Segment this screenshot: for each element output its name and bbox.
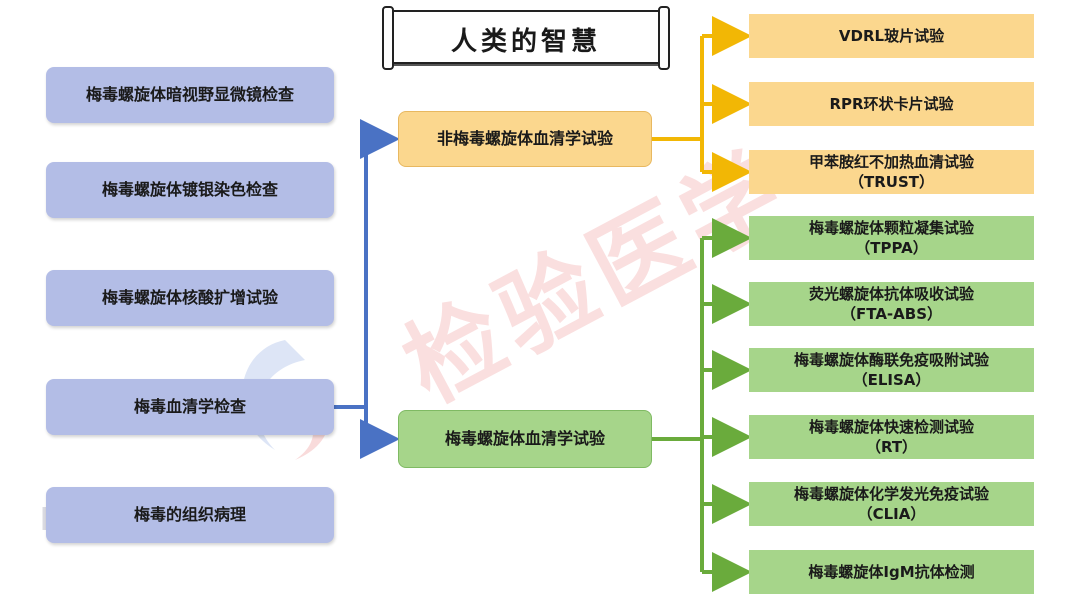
mid-node-treponemal: 梅毒螺旋体血清学试验 <box>398 410 652 468</box>
left-node-label: 梅毒螺旋体镀银染色检查 <box>101 180 278 199</box>
right-node-fta-abs: 荧光螺旋体抗体吸收试验 （FTA-ABS） <box>749 282 1034 326</box>
green-connector <box>652 218 752 592</box>
right-node-line1: VDRL玻片试验 <box>838 27 945 45</box>
left-node-silver-stain: 梅毒螺旋体镀银染色检查 <box>46 162 334 218</box>
left-node-label: 梅毒螺旋体核酸扩增试验 <box>101 288 278 307</box>
right-node-line2: （FTA-ABS） <box>841 305 942 323</box>
left-node-darkfield: 梅毒螺旋体暗视野显微镜检查 <box>46 67 334 123</box>
right-node-tppa: 梅毒螺旋体颗粒凝集试验 （TPPA） <box>749 216 1034 260</box>
left-node-label: 梅毒的组织病理 <box>133 505 246 524</box>
right-node-elisa: 梅毒螺旋体酶联免疫吸附试验 （ELISA） <box>749 348 1034 392</box>
right-node-line1: 梅毒螺旋体快速检测试验 <box>808 418 974 436</box>
right-node-rt: 梅毒螺旋体快速检测试验 （RT） <box>749 415 1034 459</box>
right-node-vdrl: VDRL玻片试验 <box>749 14 1034 58</box>
right-node-line2: （TRUST） <box>849 173 934 191</box>
left-node-histopathology: 梅毒的组织病理 <box>46 487 334 543</box>
left-node-serology: 梅毒血清学检查 <box>46 379 334 435</box>
right-node-line1: 梅毒螺旋体酶联免疫吸附试验 <box>793 351 989 369</box>
right-node-line2: （CLIA） <box>857 505 926 523</box>
right-node-igm: 梅毒螺旋体IgM抗体检测 <box>749 550 1034 594</box>
left-node-label: 梅毒血清学检查 <box>133 397 246 416</box>
right-node-line1: 荧光螺旋体抗体吸收试验 <box>808 285 974 303</box>
right-node-trust: 甲苯胺红不加热血清试验 （TRUST） <box>749 150 1034 194</box>
right-node-line1: RPR环状卡片试验 <box>829 95 954 113</box>
right-node-line1: 梅毒螺旋体IgM抗体检测 <box>808 563 975 581</box>
right-node-clia: 梅毒螺旋体化学发光免疫试验 （CLIA） <box>749 482 1034 526</box>
mid-node-label: 非梅毒螺旋体血清学试验 <box>436 129 613 148</box>
mid-node-label: 梅毒螺旋体血清学试验 <box>444 429 605 448</box>
mid-node-non-treponemal: 非梅毒螺旋体血清学试验 <box>398 111 652 167</box>
page-title: 人类的智慧 <box>450 27 601 57</box>
right-node-line1: 甲苯胺红不加热血清试验 <box>808 153 974 171</box>
blue-connector <box>334 119 400 459</box>
right-node-line2: （RT） <box>865 438 918 456</box>
left-node-nucleic-acid: 梅毒螺旋体核酸扩增试验 <box>46 270 334 326</box>
right-node-line1: 梅毒螺旋体颗粒凝集试验 <box>808 219 974 237</box>
right-node-line2: （TPPA） <box>855 239 928 257</box>
right-node-line1: 梅毒螺旋体化学发光免疫试验 <box>793 485 989 503</box>
right-node-line2: （ELISA） <box>852 371 931 389</box>
right-node-rpr: RPR环状卡片试验 <box>749 82 1034 126</box>
left-node-label: 梅毒螺旋体暗视野显微镜检查 <box>85 85 294 104</box>
title-banner: 人类的智慧 <box>382 6 670 70</box>
yellow-connector <box>652 16 752 192</box>
